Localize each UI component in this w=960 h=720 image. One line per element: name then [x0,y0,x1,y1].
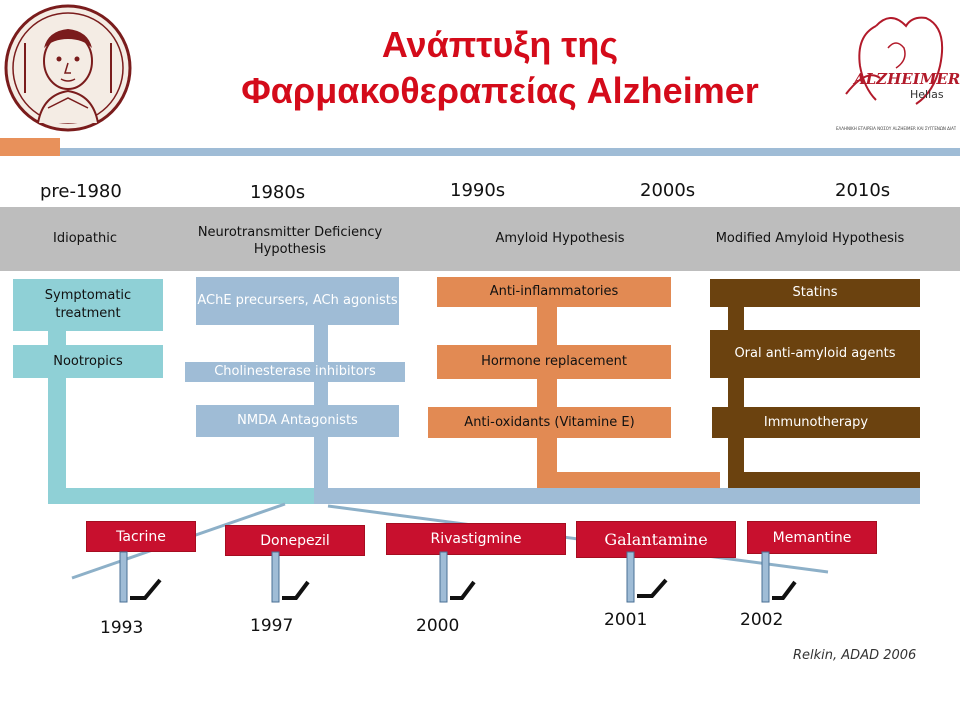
year-galantamine: 2001 [604,610,648,630]
hypothesis-neurotransmitter: Neurotransmitter Deficiency Hypothesis [197,225,383,257]
era-pre1980: pre-1980 [40,181,122,202]
alzheimer-hellas-logo: ALZHEIMER Hellas ΕΛΛΗΝΙΚΗ ΕΤΑΙΡΕΙΑ ΝΟΣΟΥ… [836,8,960,140]
therapy-nmda-antagonists: NMDA Antagonists [196,405,399,437]
amyloid-base [537,472,720,488]
logo-caption: ΕΛΛΗΝΙΚΗ ΕΤΑΙΡΕΙΑ ΝΟΣΟΥ ALZHEIMER ΚΑΙ ΣΥ… [836,126,956,131]
page-title-line2: Φαρμακοθεραπείας Alzheimer [241,70,759,111]
drug-memantine: Memantine [747,521,877,554]
drug-donepezil: Donepezil [225,525,365,556]
therapy-nootropics: Nootropics [13,345,163,378]
era-2010s: 2010s [835,180,891,201]
title-divider-bar [60,148,960,156]
era-2000s: 2000s [640,180,696,201]
citation: Relkin, ADAD 2006 [793,648,917,663]
logo-hellas-text: Hellas [910,88,944,101]
logo-wordmark: ALZHEIMER [854,70,960,88]
approval-check-icon [439,551,476,603]
therapy-oral-anti-amyloid: Oral anti-amyloid agents [710,330,920,378]
year-rivastigmine: 2000 [416,616,460,636]
drug-galantamine: Galantamine [576,521,736,558]
modified-base [728,472,920,488]
era-1980s: 1980s [250,182,306,203]
drug-rivastigmine: Rivastigmine [386,523,566,555]
idiopathic-base [48,488,314,504]
hypothesis-idiopathic: Idiopathic [53,231,117,246]
therapy-statins: Statins [710,279,920,307]
approval-check-icon [119,551,162,603]
approval-check-icon [626,551,668,603]
year-memantine: 2002 [740,610,784,630]
hypothesis-band [0,207,960,271]
therapy-immunotherapy: Immunotherapy [712,407,920,438]
year-tacrine: 1993 [100,618,144,638]
approval-marks [119,551,797,603]
approval-check-icon [761,551,797,603]
drug-tacrine: Tacrine [86,521,196,552]
amyloid-stem [537,300,557,485]
therapy-ache-precursors: AChE precursers, ACh agonists [196,277,399,325]
therapy-symptomatic-treatment: Symptomatic treatment [13,279,163,331]
therapy-anti-oxidants: Anti-oxidants (Vitamine E) [428,407,671,438]
hypothesis-amyloid: Amyloid Hypothesis [495,231,625,246]
modified-stem [728,300,744,488]
year-donepezil: 1997 [250,616,294,636]
university-seal-logo [3,3,133,133]
therapy-hormone-replacement: Hormone replacement [437,345,671,379]
hypothesis-modified-amyloid: Modified Amyloid Hypothesis [715,231,905,246]
therapy-cholinesterase-inhibitors: Cholinesterase inhibitors [185,362,405,382]
therapy-anti-inflammatories: Anti-inflammatories [437,277,671,307]
era-1990s: 1990s [450,180,506,201]
neuro-base [314,488,920,504]
approval-check-icon [271,551,310,603]
title-accent-bar [0,138,60,156]
page-title-line1: Ανάπτυξη της [381,24,619,65]
